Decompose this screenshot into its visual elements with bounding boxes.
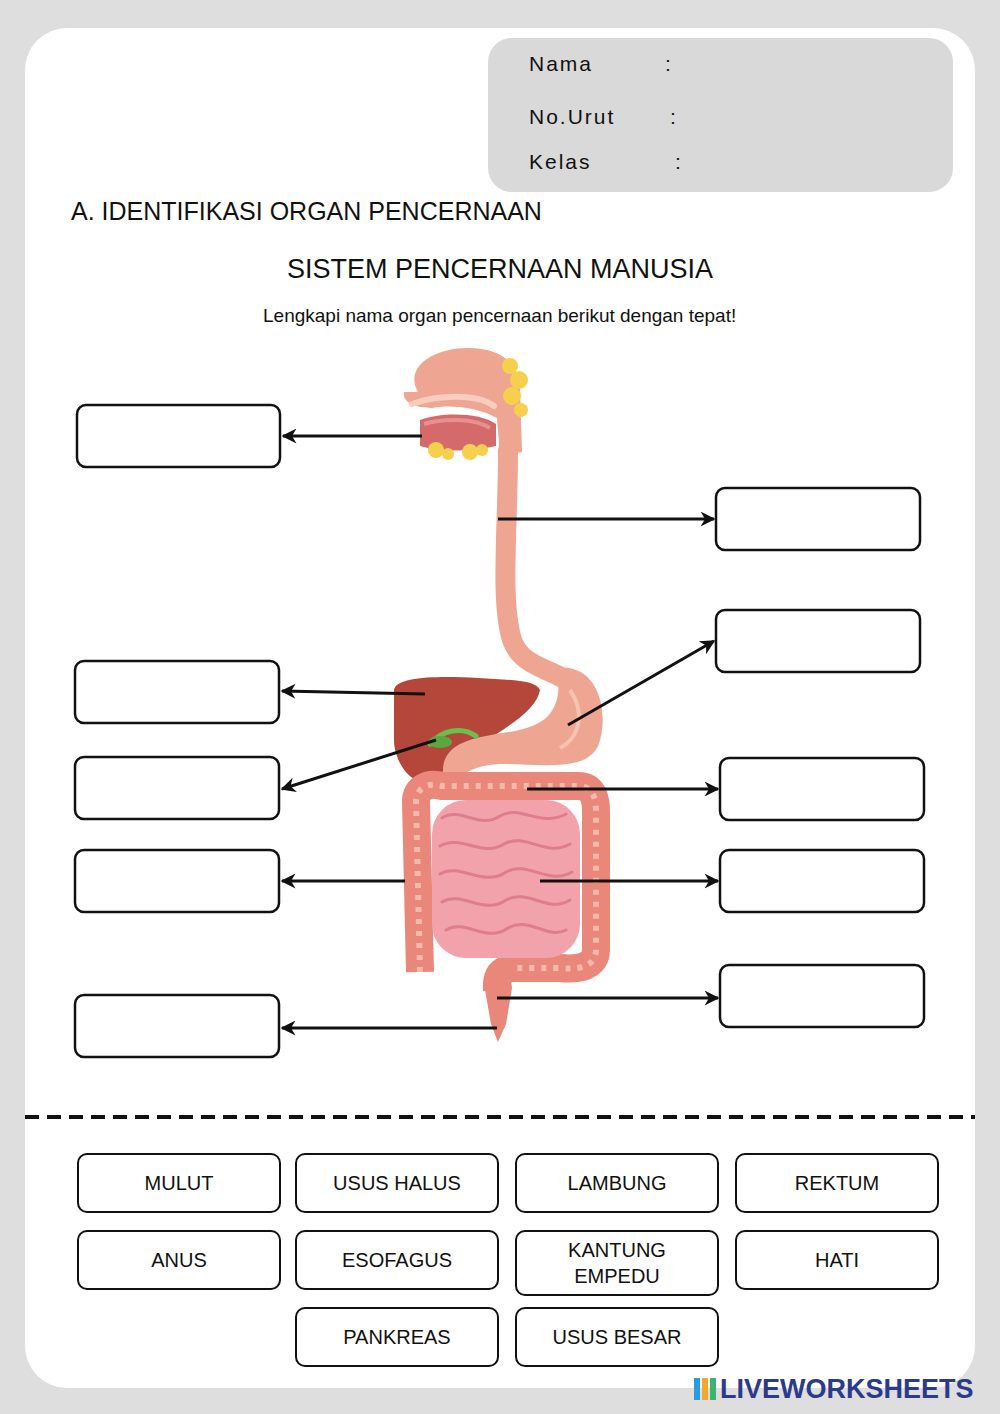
pointer-arrow [283,435,422,438]
organ-name: ESOFAGUS [342,1247,452,1273]
pointer-arrow [568,641,714,725]
pointer-arrows [282,436,718,1028]
pointer-arrow [282,880,405,883]
coil [442,897,570,906]
esophagus [505,450,572,684]
rectum [484,975,512,1042]
organ-name: ANUS [151,1247,207,1273]
organ-name: HATI [815,1247,859,1273]
dashed-cut-line [25,1115,975,1119]
answer-box [75,850,279,912]
palate [412,397,494,406]
field-label: No.Urut [529,105,615,129]
word-bank-box: LAMBUNG [515,1153,719,1213]
field-colon: : [670,105,678,129]
gland [510,371,528,389]
answer-box [75,661,279,723]
answer-box [77,405,280,467]
field-colon: : [665,52,673,76]
pointer-arrow [540,880,718,883]
instruction-text: Lengkapi nama organ pencernaan berikut d… [263,305,736,327]
answer-box [75,757,279,819]
gland [514,403,528,417]
watermark-logo [694,1378,716,1400]
gland [476,444,488,456]
pointer-arrow [282,740,436,789]
small-intestine-coils [440,813,572,934]
organ-name: LAMBUNG [568,1170,667,1196]
student-info-panel: Nama: No.Urut: Kelas: [488,38,953,192]
logo-bar [710,1378,716,1400]
answer-box [716,488,920,550]
field-colon: : [675,150,683,174]
logo-bar [702,1378,708,1400]
section-heading: A. IDENTIFIKASI ORGAN PENCERNAAN [71,197,542,226]
answer-box [720,758,924,820]
organ-name: REKTUM [795,1170,879,1196]
word-bank-box: ESOFAGUS [295,1230,499,1290]
pointer-arrow [498,518,714,521]
answer-box [720,850,924,912]
field-label: Kelas [529,150,592,174]
answer-box [75,995,279,1057]
gland [462,444,478,460]
word-bank-box: MULUT [77,1153,281,1213]
large-intestine [416,785,596,990]
answer-boxes [75,405,924,1057]
gland [428,442,444,458]
coil [442,813,566,821]
organ-name: PANKREAS [343,1324,450,1350]
word-bank-box: USUS BESAR [515,1307,719,1367]
haustra [416,785,596,972]
logo-bar [694,1378,700,1400]
worksheet-card [25,28,975,1388]
pointer-arrow [282,691,425,694]
word-bank-box: USUS HALUS [295,1153,499,1213]
tongue-line [424,420,490,428]
organ-name: KANTUNG EMPEDU [557,1237,677,1289]
word-bank-box: KANTUNG EMPEDU [515,1230,719,1296]
organ-name: USUS BESAR [553,1324,682,1350]
gland [502,358,518,374]
coil [440,869,572,878]
pointer-arrow [527,788,718,791]
mouth-cavity [404,348,522,456]
organ-name: USUS HALUS [333,1170,461,1196]
coil [446,925,566,934]
word-bank-box: HATI [735,1230,939,1290]
gland [503,387,521,405]
small-intestine [432,800,580,958]
word-bank-box: REKTUM [735,1153,939,1213]
worksheet-title: SISTEM PENCERNAAN MANUSIA [287,254,713,285]
pointer-arrow [497,997,718,1000]
gland [442,448,454,460]
watermark-text: LIVEWORKSHEETS [720,1374,974,1405]
word-bank-box: PANKREAS [295,1307,499,1367]
pointer-arrow [282,1027,497,1030]
organ-name: MULUT [145,1170,214,1196]
coil [440,841,570,849]
answer-box [716,610,920,672]
answer-box [720,965,924,1027]
word-bank-box: ANUS [77,1230,281,1290]
field-label: Nama [529,52,593,76]
